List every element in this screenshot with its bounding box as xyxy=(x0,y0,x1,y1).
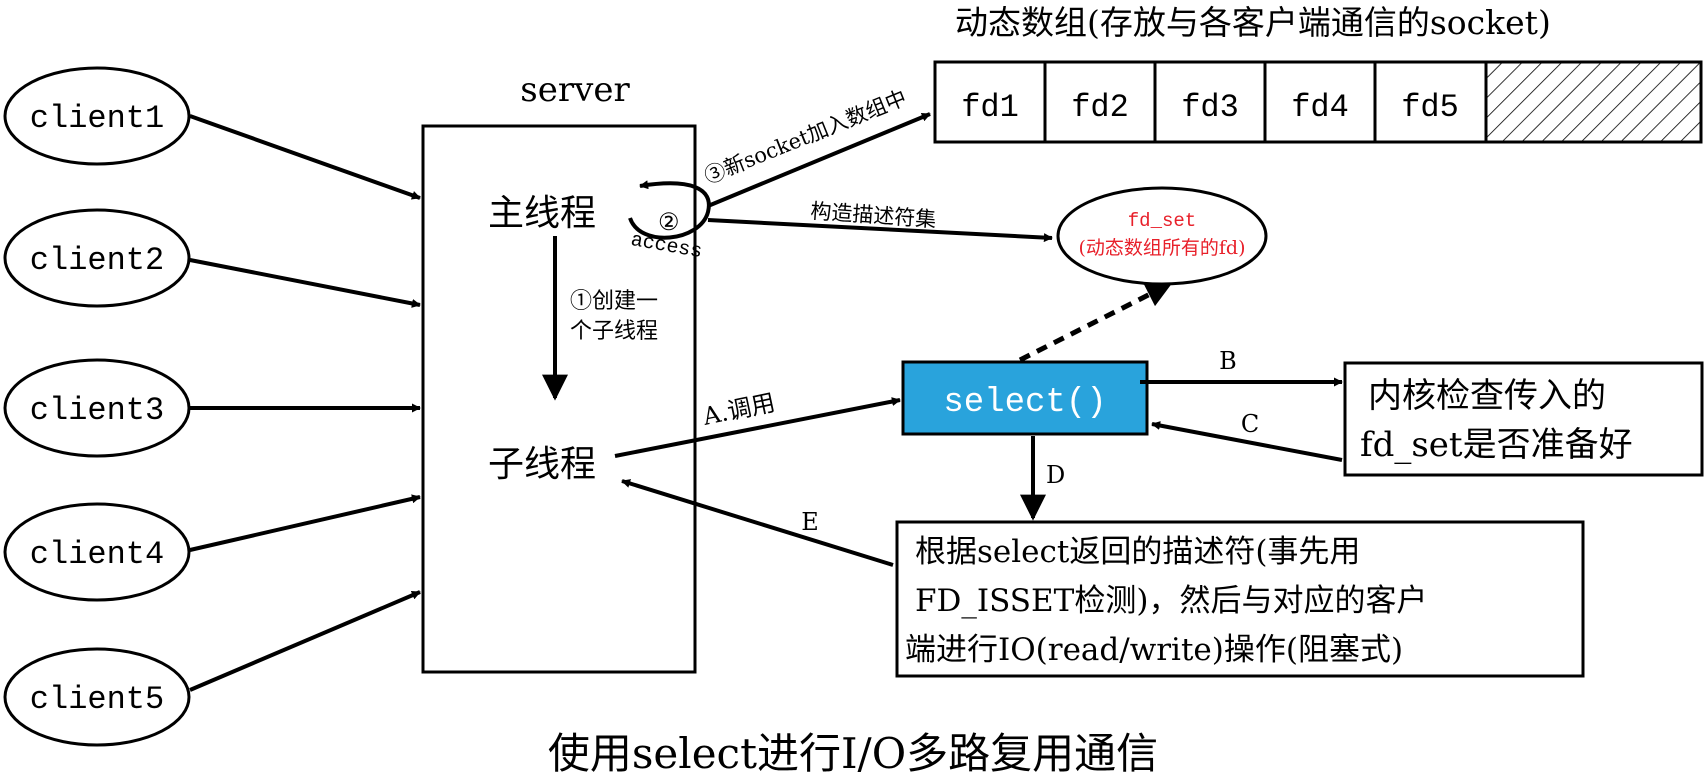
main-thread-label: 主线程 xyxy=(488,193,596,234)
client-3: client3 xyxy=(3,358,191,458)
select-call-node: select() xyxy=(901,360,1149,436)
result-to-child-arrow-e xyxy=(621,479,894,567)
select-label: select() xyxy=(943,384,1106,422)
kernel-check-line1: 内核检查传入的 xyxy=(1368,376,1606,416)
client1-to-server-arrow xyxy=(189,114,421,200)
client-label: client2 xyxy=(30,242,164,279)
fd-set-ellipse xyxy=(1056,186,1268,286)
result-action-line1: 根据select返回的描述符(事先用 xyxy=(915,534,1360,570)
client-ellipse xyxy=(3,647,191,747)
server-label: server xyxy=(520,70,630,110)
client-label: client3 xyxy=(30,392,164,429)
client4-to-server-arrow xyxy=(189,494,421,552)
array-cell-fd5: fd5 xyxy=(1401,89,1459,126)
kernel-check-line2: fd_set是否准备好 xyxy=(1360,425,1633,465)
client-ellipse xyxy=(3,66,191,166)
fd-set-node: fd_set (动态数组所有的fd) xyxy=(1056,186,1268,286)
fd-set-description: (动态数组所有的fd) xyxy=(1078,237,1245,259)
client-4: client4 xyxy=(3,502,191,602)
client-ellipse xyxy=(3,502,191,602)
client-label: client1 xyxy=(30,100,164,137)
create-child-label-line1: ①创建一 xyxy=(570,289,658,314)
kernel-to-select-arrow-c xyxy=(1151,421,1343,462)
array-cell-fd4: fd4 xyxy=(1291,89,1349,126)
arrow-c-label: C xyxy=(1241,410,1259,438)
call-select-arrow xyxy=(614,397,901,458)
result-action-line3: 端进行IO(read/write)操作(阻塞式) xyxy=(905,632,1403,668)
select-reads-fdset-dashed-arrow xyxy=(1018,281,1173,363)
client-1: client1 xyxy=(3,66,191,166)
diagram-title: 使用select进行I/O多路复用通信 xyxy=(548,729,1158,778)
dynamic-array: fd1 fd2 fd3 fd4 fd5 xyxy=(933,60,1703,144)
fd-set-label: fd_set xyxy=(1128,210,1196,232)
create-child-label-line2: 个子线程 xyxy=(570,319,658,344)
dynamic-array-title: 动态数组(存放与各客户端通信的socket) xyxy=(955,3,1551,42)
result-action-box xyxy=(895,520,1585,678)
construct-fdset-arrow xyxy=(707,218,1053,243)
client-ellipse xyxy=(3,208,191,308)
arrow-e-label: E xyxy=(801,508,819,536)
client2-to-server-arrow xyxy=(189,258,421,308)
client-2: client2 xyxy=(3,208,191,308)
arrow-d-label: D xyxy=(1046,461,1065,489)
client5-to-server-arrow xyxy=(189,590,421,692)
kernel-check-box xyxy=(1343,361,1704,477)
array-cell-fd2: fd2 xyxy=(1071,89,1129,126)
client-5: client5 xyxy=(3,647,191,747)
arrow-b-label: B xyxy=(1219,347,1237,375)
child-thread-label: 子线程 xyxy=(488,444,596,485)
client-label: client4 xyxy=(30,536,164,573)
array-cell-fd3: fd3 xyxy=(1181,89,1239,126)
add-socket-arrow xyxy=(707,112,931,208)
array-cell-empty-hatched xyxy=(1484,60,1703,144)
client-label: client5 xyxy=(30,681,164,718)
result-action-line2: FD_ISSET检测)，然后与对应的客户 xyxy=(915,583,1427,619)
access-step-number: ② xyxy=(658,208,680,236)
array-cell-fd1: fd1 xyxy=(961,89,1019,126)
select-box xyxy=(901,360,1149,436)
access-loop-arrow xyxy=(628,180,711,240)
client-ellipse xyxy=(3,358,191,458)
